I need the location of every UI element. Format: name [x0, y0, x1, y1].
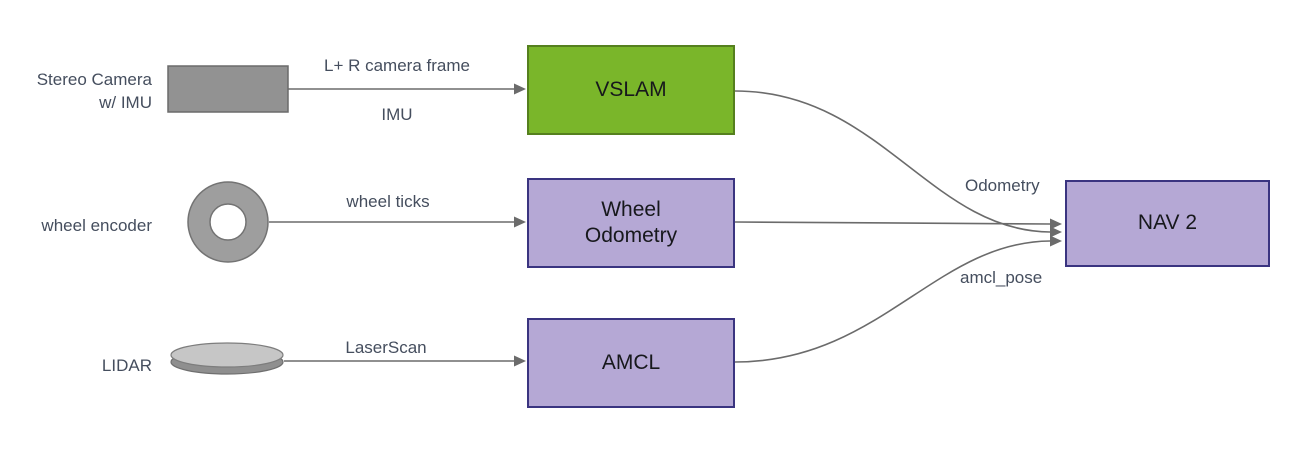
arrow-encoder-to-wheel-odometry: [269, 216, 526, 228]
sensor-lidar-label: LIDAR: [101, 356, 152, 375]
edge-label-wheel-ticks: wheel ticks: [346, 192, 430, 211]
sensor-camera-label-line2: w/ IMU: [99, 93, 152, 112]
sensor-camera-label-line1: Stereo Camera: [36, 70, 152, 89]
arrow-amcl-to-nav2: [734, 235, 1062, 363]
edge-label-amcl-pose: amcl_pose: [960, 268, 1043, 287]
node-wheel-odometry: Wheel Odometry: [527, 178, 735, 268]
node-wheel-odometry-label: Wheel Odometry: [584, 197, 678, 247]
node-amcl-label: AMCL: [601, 350, 661, 374]
wheel-encoder-icon: [187, 181, 269, 263]
edge-label-laserscan: LaserScan: [345, 338, 427, 357]
sensor-camera-label: Stereo Camera w/ IMU: [8, 68, 152, 114]
arrow-camera-to-vslam: [288, 83, 526, 95]
node-nav2: NAV 2: [1065, 180, 1270, 267]
lidar-disc-icon: [170, 342, 284, 375]
edge-label-odometry: Odometry: [965, 176, 1040, 195]
edge-label-camera-frame: L+ R camera frame: [324, 56, 470, 75]
node-vslam: VSLAM: [527, 45, 735, 135]
node-amcl: AMCL: [527, 318, 735, 408]
edge-label-imu: IMU: [381, 105, 413, 124]
stereo-camera-icon: [167, 65, 289, 113]
node-nav2-label: NAV 2: [1137, 211, 1198, 235]
node-vslam-label: VSLAM: [595, 77, 667, 101]
arrow-vslam-to-nav2: [734, 90, 1062, 238]
sensor-wheel-encoder-label: wheel encoder: [41, 216, 152, 235]
arrow-lidar-to-amcl: [284, 355, 526, 367]
arrow-wheel-odometry-to-nav2: [734, 218, 1062, 230]
